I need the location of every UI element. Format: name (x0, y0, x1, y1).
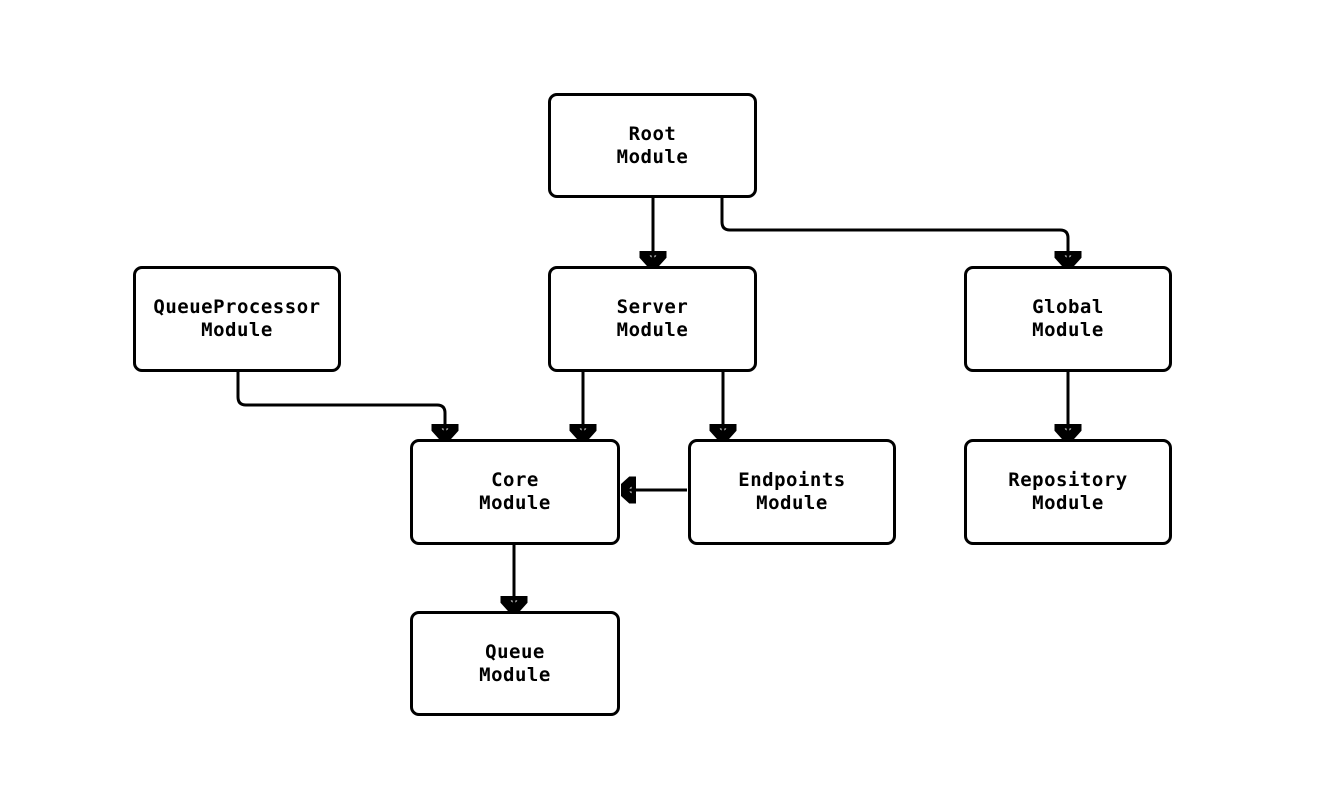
node-label-line: Core (491, 469, 539, 491)
node-label-line: Module (479, 663, 551, 686)
node-root-module: Root Module (548, 93, 757, 198)
node-label-line: Server (616, 296, 689, 318)
node-label-line: Module (1032, 319, 1104, 341)
node-label-line: Module (201, 319, 273, 341)
node-label-line: Root (628, 122, 677, 145)
node-queue-module: Queue Module (410, 611, 620, 716)
node-global-module: Global Module (964, 266, 1172, 372)
edge-root-to-global (720, 198, 1068, 263)
edge-queueprocessor-to-core (236, 372, 445, 436)
node-label-line: Module (756, 492, 828, 514)
node-label-line: Module (1032, 492, 1104, 514)
node-server-module: Server Module (548, 266, 757, 372)
node-label-line: Global (1032, 296, 1104, 318)
node-label-line: Module (616, 145, 689, 168)
node-repository-module: Repository Module (964, 439, 1172, 545)
node-label-line: QueueProcessor (153, 296, 321, 318)
node-label-line: Queue (485, 640, 545, 663)
node-label-line: Endpoints (738, 469, 846, 491)
node-endpoints-module: Endpoints Module (688, 439, 896, 545)
node-queueprocessor-module: QueueProcessor Module (133, 266, 341, 372)
node-core-module: Core Module (410, 439, 620, 545)
node-label-line: Module (479, 492, 551, 514)
node-label-line: Repository (1008, 469, 1128, 491)
node-label-line: Module (616, 319, 689, 341)
